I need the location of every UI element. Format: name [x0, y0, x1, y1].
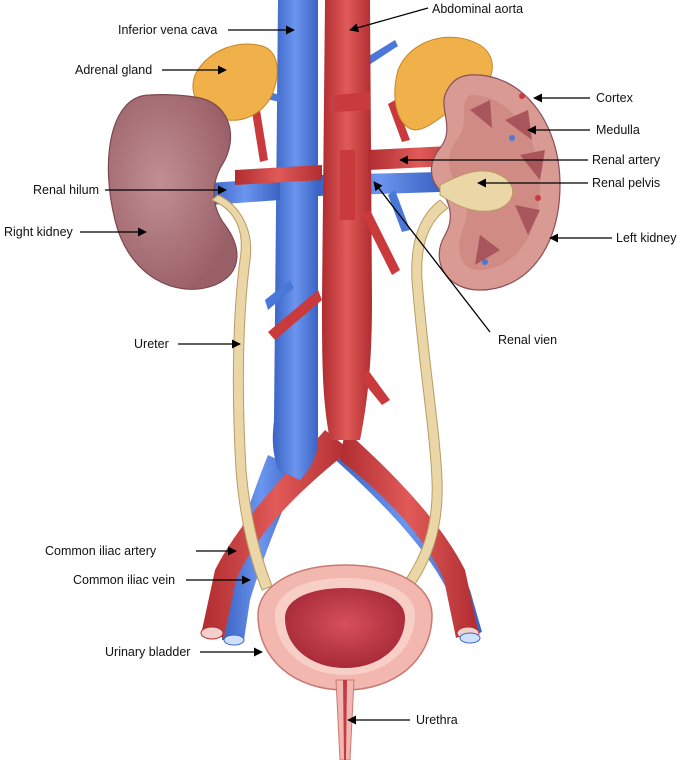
- label-common-iliac-artery: Common iliac artery: [45, 544, 157, 558]
- label-inferior-vena-cava: Inferior vena cava: [118, 23, 217, 37]
- right-kidney: [107, 94, 238, 290]
- label-renal-artery: Renal artery: [592, 153, 661, 167]
- label-medulla: Medulla: [596, 123, 640, 137]
- label-renal-pelvis: Renal pelvis: [592, 176, 660, 190]
- labels: Inferior vena cava Abdominal aorta Adren…: [4, 2, 677, 727]
- leader-renal-vein: [373, 181, 491, 333]
- label-renal-hilum: Renal hilum: [33, 183, 99, 197]
- urethra: [335, 679, 355, 760]
- label-abdominal-aorta: Abdominal aorta: [432, 2, 523, 16]
- label-renal-vein: Renal vien: [498, 333, 557, 347]
- label-common-iliac-vein: Common iliac vein: [73, 573, 175, 587]
- label-right-kidney: Right kidney: [4, 225, 74, 239]
- leader-lines: [80, 7, 612, 725]
- label-adrenal-gland: Adrenal gland: [75, 63, 152, 77]
- label-ureter: Ureter: [134, 337, 169, 351]
- label-urinary-bladder: Urinary bladder: [105, 645, 190, 659]
- leader-abdominal-aorta: [349, 7, 429, 33]
- urinary-bladder: [257, 564, 433, 691]
- label-urethra: Urethra: [416, 713, 458, 727]
- common-iliac-vessels: [200, 430, 482, 646]
- label-left-kidney: Left kidney: [616, 231, 677, 245]
- adrenal-glands: [192, 36, 493, 131]
- label-cortex: Cortex: [596, 91, 634, 105]
